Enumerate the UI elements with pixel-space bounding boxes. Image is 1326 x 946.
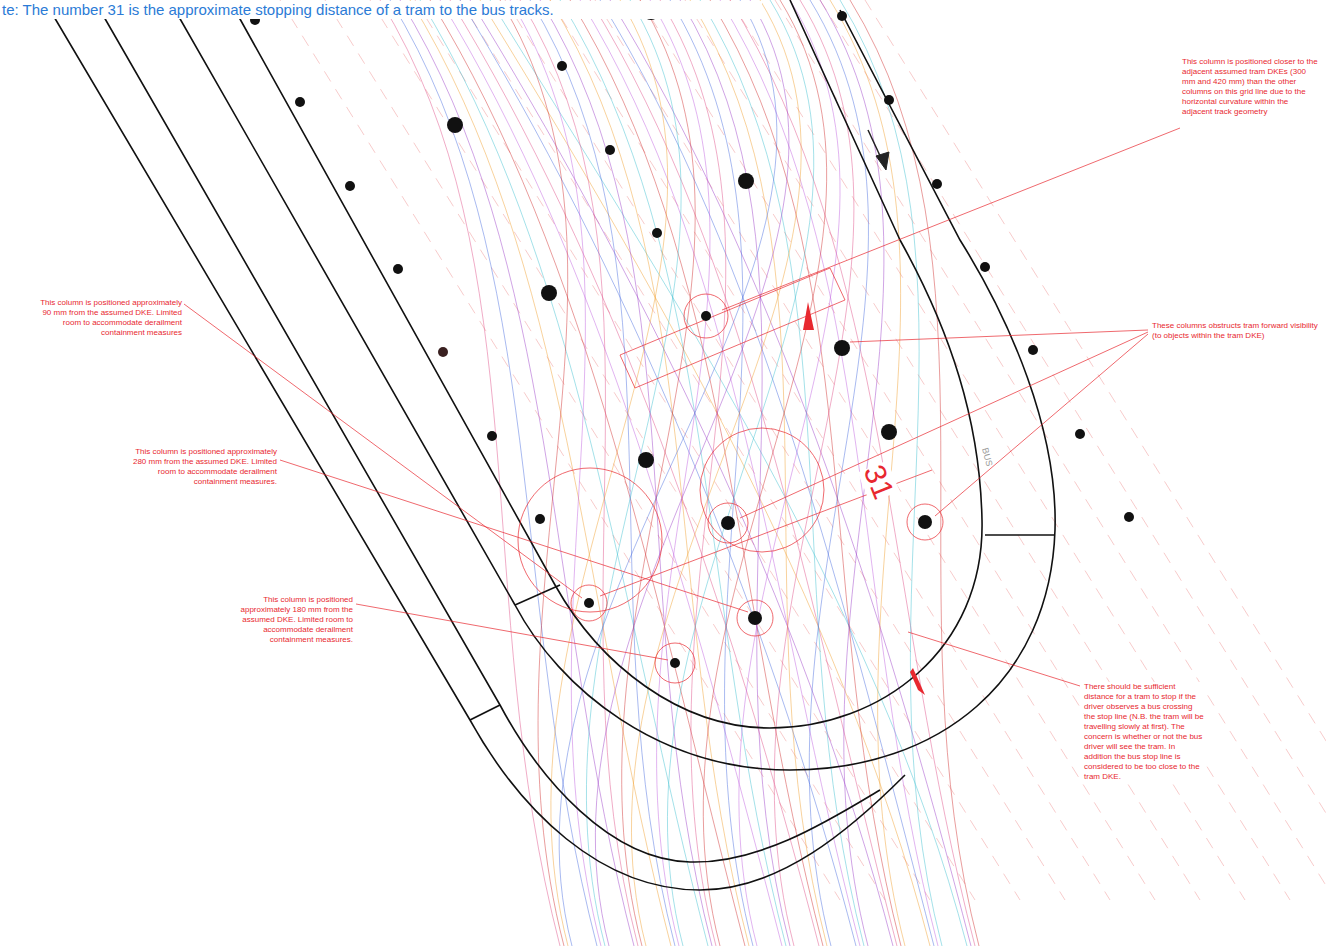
grid-line — [550, 0, 1110, 900]
callout-note: This column is positioned approximately … — [32, 298, 182, 338]
columns — [250, 4, 1134, 668]
swept-path — [680, 0, 790, 946]
swept-path — [450, 0, 819, 946]
callout-note: This column is positioned approximately … — [218, 595, 353, 645]
swept-path — [420, 0, 708, 946]
grid-line — [820, 0, 1326, 900]
swept-path — [540, 0, 712, 946]
swept-path — [480, 0, 930, 946]
grid-line — [730, 0, 1290, 900]
swept-path — [720, 0, 938, 946]
swept-path — [610, 0, 971, 946]
swept-path — [670, 0, 753, 946]
swept-path — [739, 0, 840, 946]
swept-path — [631, 0, 801, 946]
swept-path — [580, 0, 860, 946]
swept-path — [850, 0, 979, 946]
swept-path — [586, 0, 681, 946]
swept-path — [490, 0, 967, 946]
swept-path — [600, 0, 934, 946]
swept-path — [550, 0, 749, 946]
swept-path — [690, 0, 827, 946]
track-label: BUS — [980, 447, 994, 467]
swept-path — [595, 0, 789, 946]
callout-number: 31 — [858, 461, 900, 504]
swept-path — [530, 0, 675, 946]
swept-path — [410, 0, 671, 946]
swept-path — [520, 0, 638, 946]
callout-note: There should be sufficient distance for … — [1084, 682, 1204, 782]
grid-line — [775, 0, 1326, 900]
direction-arrow — [868, 130, 889, 170]
swept-path — [440, 0, 782, 946]
note-text: te: The number 31 is the approximate sto… — [2, 1, 762, 19]
annotation-markup — [184, 128, 1180, 686]
swept-path — [703, 0, 826, 946]
swept-path — [650, 0, 710, 946]
callout-note: This column is positioned closer to the … — [1182, 57, 1320, 117]
swept-path — [710, 0, 901, 946]
swept-path — [470, 0, 893, 946]
swept-path — [460, 0, 856, 946]
swept-path — [774, 0, 854, 946]
swept-path — [660, 0, 726, 946]
swept-path — [622, 0, 695, 946]
tram-swept-paths — [380, 0, 979, 946]
red-arrows — [803, 302, 925, 695]
swept-path — [500, 0, 568, 946]
swept-path — [551, 0, 668, 946]
callout-note: These columns obstructs tram forward vis… — [1152, 321, 1322, 341]
grid-line — [865, 0, 1326, 900]
bus-track-edges — [50, 0, 1055, 890]
callout-note: This column is positioned approximately … — [127, 447, 277, 487]
swept-path — [560, 0, 786, 946]
grid-line — [595, 0, 1155, 900]
swept-path — [380, 0, 560, 946]
swept-path — [830, 0, 905, 946]
swept-path — [510, 0, 601, 946]
grid-lines — [280, 0, 1326, 900]
